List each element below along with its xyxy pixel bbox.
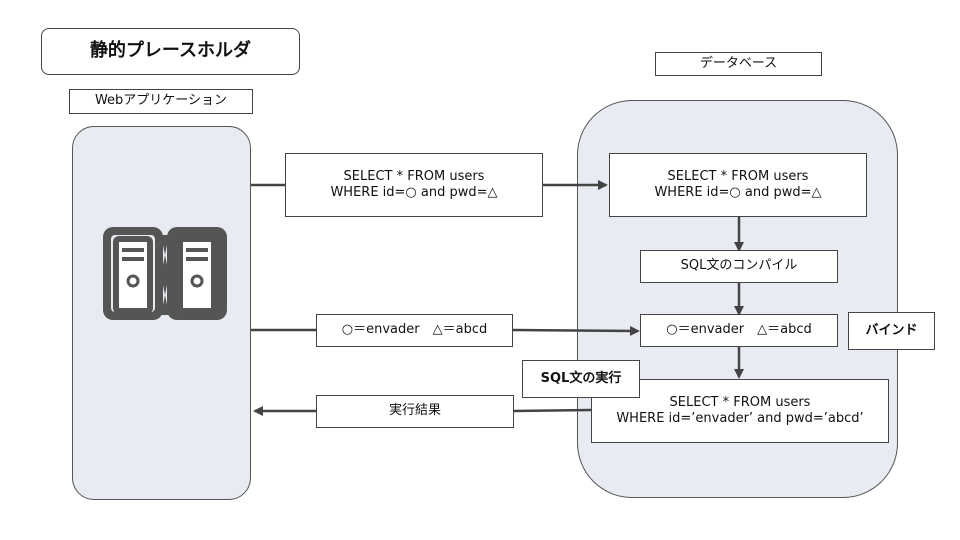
webapp-label: Webアプリケーション [69,89,253,114]
result-line-right [513,408,592,413]
final-query-box: SELECT * FROM users WHERE id=’envader’ a… [591,379,889,443]
compile-box: SQL文のコンパイル [640,250,838,283]
final-query-line2: WHERE id=’envader’ and pwd=’abcd’ [616,411,864,426]
params-bound-box: ○＝envader △＝abcd [640,314,838,347]
bind-label: バインド [848,312,935,350]
params-sent-box: ○＝envader △＝abcd [316,314,513,347]
database-label: データベース [655,52,822,76]
result-box: 実行結果 [316,395,514,428]
webapp-panel [72,126,251,500]
params-arrow [512,325,640,336]
execute-label: SQL文の実行 [522,360,640,398]
db-query-template-line1: SELECT * FROM users [667,168,809,184]
query-template-box: SELECT * FROM users WHERE id=○ and pwd=△ [285,153,543,217]
diagram-title: 静的プレースホルダ [41,28,300,75]
query-template-line1: SELECT * FROM users [343,168,485,184]
server-icon [103,227,227,320]
db-query-template-line2: WHERE id=○ and pwd=△ [654,185,822,200]
final-query-line1: SELECT * FROM users [669,394,811,410]
db-query-template-box: SELECT * FROM users WHERE id=○ and pwd=△ [609,153,867,217]
query-template-line2: WHERE id=○ and pwd=△ [330,185,498,200]
